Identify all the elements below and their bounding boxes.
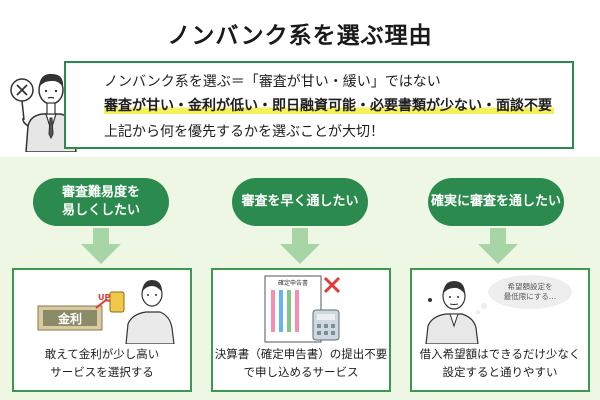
notice-callout: ノンバンク系を選ぶ＝「審査が甘い・緩い」ではない 審査が甘い・金利が低い・即日融… (64, 61, 574, 149)
callout-line-1: ノンバンク系を選ぶ＝「審査が甘い・緩い」ではない (104, 74, 441, 90)
person-with-x-sign-illustration (10, 73, 77, 152)
reason-caption-3: 借入希望額はできるだけ少なく 設定すると通りやすい (419, 347, 581, 379)
down-arrow-icon (81, 228, 121, 264)
callout-line-3: 上記から何を優先するかを選ぶことが大切！ (104, 124, 384, 140)
thought-bubble-line-2: 最低限にする… (504, 291, 557, 301)
reason-caption-1: 敢えて金利が少し高い サービスを選択する (44, 347, 160, 379)
reason-pill-2: 審査を早く通したい (232, 178, 368, 226)
thinking-person-illustration: 希望額設定を 最低限にする… (425, 275, 572, 344)
reason-card-1: 金利 UP 敢えて金利が少し高い サービスを選択する (12, 268, 192, 392)
callout-line-2: 審査が甘い・金利が低い・即日融資可能・必要書類が少ない・面談不要 (104, 95, 554, 115)
reason-card-2: 確定申告書 決算書（確定申告書）の提出不要 で申し込めるサービス (211, 268, 391, 392)
highlighted-text: 審査が甘い・金利が低い・即日融資可能・必要書類が少ない・面談不要 (104, 98, 554, 114)
reason-pill-1: 審査難易度を 易しくしたい (33, 178, 169, 226)
reason-card-3: 希望額設定を 最低限にする… 借入希望額はできるだけ少なく 設定すると通りやすい (410, 268, 590, 392)
interest-rate-label: 金利 (57, 311, 82, 326)
document-title: 確定申告書 (278, 279, 308, 287)
down-arrow-icon (280, 228, 320, 264)
interest-rate-up-illustration: 金利 UP (37, 280, 175, 344)
reason-caption-2: 決算書（確定申告書）の提出不要 で申し込めるサービス (214, 347, 388, 379)
up-badge: UP (98, 293, 110, 302)
tax-return-document-illustration: 確定申告書 (264, 275, 341, 343)
reason-pill-3: 確実に審査を通したい (428, 178, 564, 226)
page-title: ノンバンク系を選ぶ理由 (167, 23, 433, 49)
down-arrow-icon (478, 228, 518, 264)
thought-bubble-line-1: 希望額設定を (508, 281, 553, 291)
